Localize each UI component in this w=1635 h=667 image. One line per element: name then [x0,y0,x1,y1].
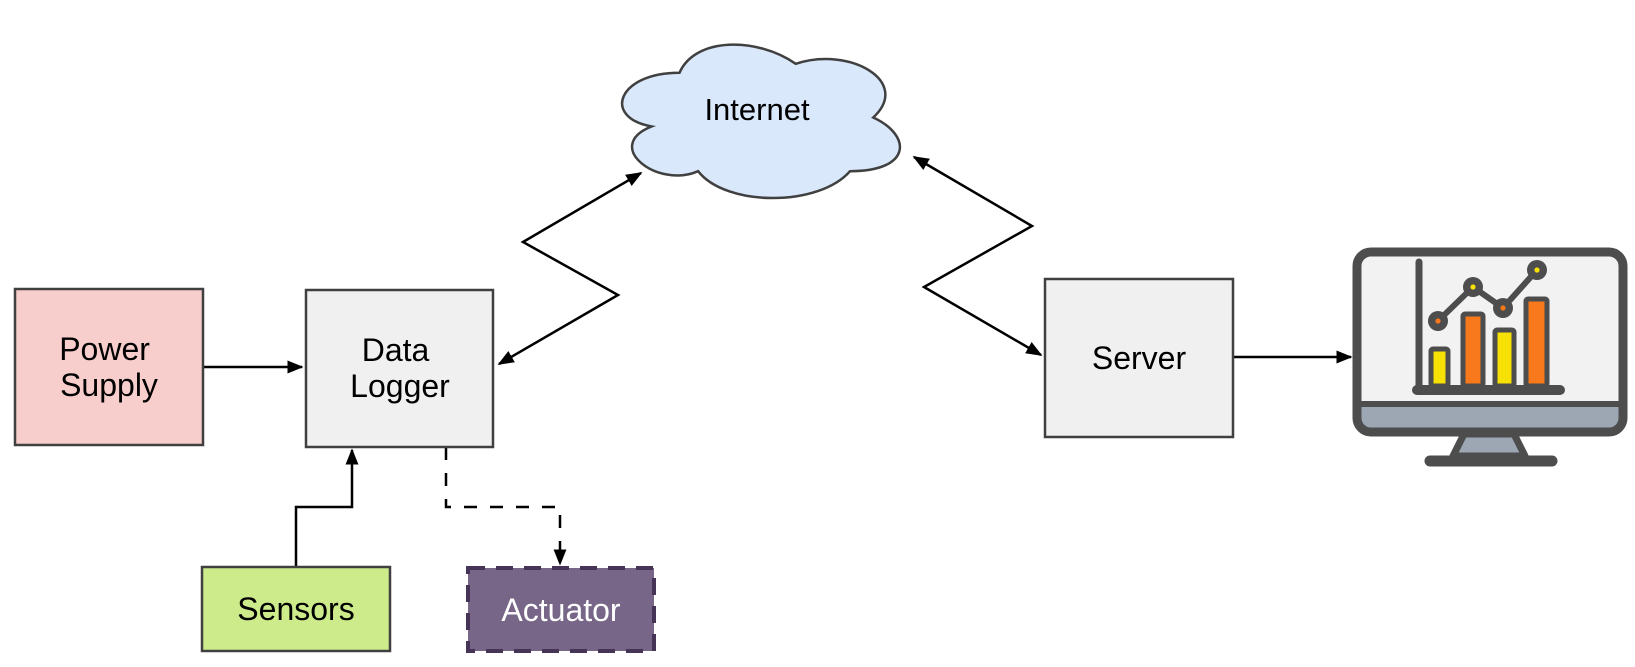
node-actuator: Actuator [466,566,656,653]
node-data-logger: Data Logger [304,288,495,449]
edge-internet-to-server [912,155,1043,357]
monitor-screen [1361,256,1619,404]
actuator-box [466,566,656,653]
node-sensors: Sensors [200,565,392,653]
power-supply-label: Power Supply [59,331,159,403]
chart-dot-4 [1527,260,1547,280]
edge-data-logger-to-internet [497,171,643,366]
node-internet: Internet [620,43,902,200]
server-label: Server [1092,340,1187,376]
edge-data-logger-to-actuator [444,447,567,566]
sensors-label: Sensors [237,591,354,627]
chart-bar-4 [1523,296,1550,389]
chart-dot-2 [1463,277,1483,297]
chart-bar-3 [1492,327,1517,389]
cloud-shape [620,43,902,200]
internet-label: Internet [704,92,810,127]
node-server: Server [1043,277,1235,439]
server-box [1043,277,1235,439]
actuator-label: Actuator [501,592,621,628]
node-power-supply: Power Supply [13,287,205,447]
chart-dot-1 [1428,311,1448,331]
monitor-stand [1449,430,1529,460]
chart-trend-line-icon [1435,267,1540,324]
sensors-box [200,565,392,653]
edge-sensors-to-data-logger [294,448,359,567]
data-logger-label: Data Logger [350,332,450,404]
power-supply-box [13,287,205,447]
chart-bar-2 [1460,311,1486,389]
data-logger-box [304,288,495,449]
chart-dot-3 [1493,298,1513,318]
monitor-with-bar-chart-icon [1352,247,1628,467]
chart-bar-1 [1428,346,1451,389]
